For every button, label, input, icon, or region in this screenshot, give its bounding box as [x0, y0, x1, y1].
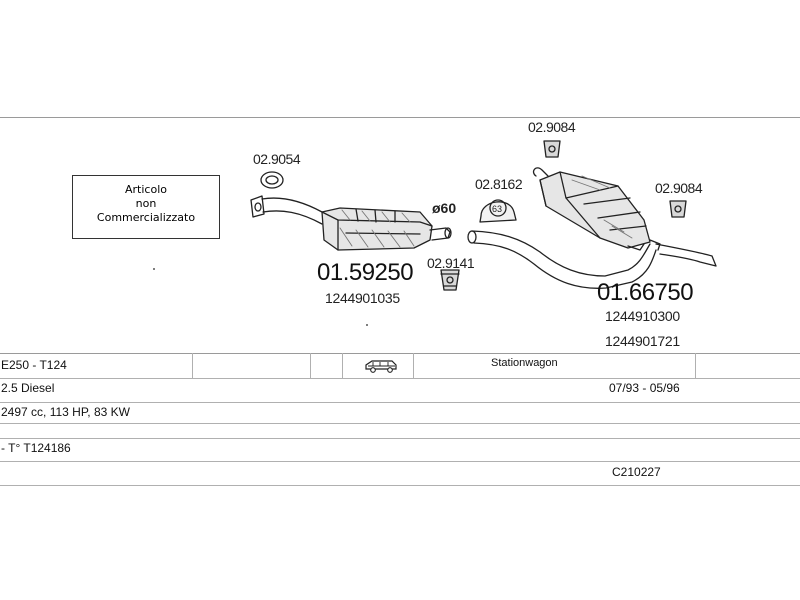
rear-muffler-oem-2: 1244901721 [605, 333, 680, 349]
vehicle-model: E250 - T124 [1, 358, 67, 372]
row-divider [0, 378, 800, 379]
dot-marker [366, 324, 368, 326]
pipe-diameter: ø60 [432, 200, 457, 216]
row-divider [0, 423, 800, 424]
exhaust-system-drawing: 63 [250, 140, 717, 291]
hanger-mid-code[interactable]: 02.9141 [427, 255, 475, 271]
cell-divider [192, 353, 193, 378]
dot-marker [153, 268, 155, 270]
vehicle-years: 07/93 - 05/96 [609, 381, 680, 395]
rubber-hanger-top-icon [543, 140, 561, 158]
front-muffler-code[interactable]: 01.59250 [317, 259, 414, 286]
rear-muffler-oem-1: 1244910300 [605, 308, 680, 324]
note-line-2: non [135, 197, 157, 210]
cell-divider [413, 353, 414, 378]
front-muffler-oem: 1244901035 [325, 290, 400, 306]
gasket-ring-icon [260, 171, 284, 189]
station-wagon-car-icon [365, 360, 397, 373]
hanger-right-code[interactable]: 02.9084 [655, 180, 703, 196]
clamp-label: 63 [492, 204, 502, 214]
gasket-front-code[interactable]: 02.9054 [253, 151, 301, 167]
rubber-hanger-mid-icon [440, 269, 460, 291]
vehicle-engine: 2.5 Diesel [1, 381, 55, 395]
rear-muffler-code[interactable]: 01.66750 [597, 279, 694, 306]
diagram-bottom-border [0, 353, 800, 354]
hanger-top-code[interactable]: 02.9084 [528, 119, 576, 135]
row-divider [0, 485, 800, 486]
row-divider [0, 402, 800, 403]
diagram-top-border [0, 117, 800, 118]
note-line-3: Commercializzato [96, 211, 196, 224]
vehicle-specs: 2497 cc, 113 HP, 83 KW [1, 405, 130, 419]
front-flange-icon [250, 195, 265, 218]
rubber-hanger-right-icon [669, 200, 687, 218]
cell-divider [310, 353, 311, 378]
clamp-mid-code[interactable]: 02.8162 [475, 176, 523, 192]
not-commercialized-note: Articolo non Commercializzato [72, 175, 220, 239]
front-muffler-icon [321, 207, 433, 251]
row-divider [0, 461, 800, 462]
vehicle-body-type: Stationwagon [491, 357, 558, 369]
rear-muffler-icon [532, 167, 651, 249]
pipe-clamp-icon [479, 199, 517, 223]
vehicle-chassis: - T° T124186 [1, 441, 71, 455]
cell-divider [342, 353, 343, 378]
vehicle-code: C210227 [612, 465, 661, 479]
row-divider [0, 438, 800, 439]
note-line-1: Articolo [125, 183, 167, 196]
cell-divider [695, 353, 696, 378]
